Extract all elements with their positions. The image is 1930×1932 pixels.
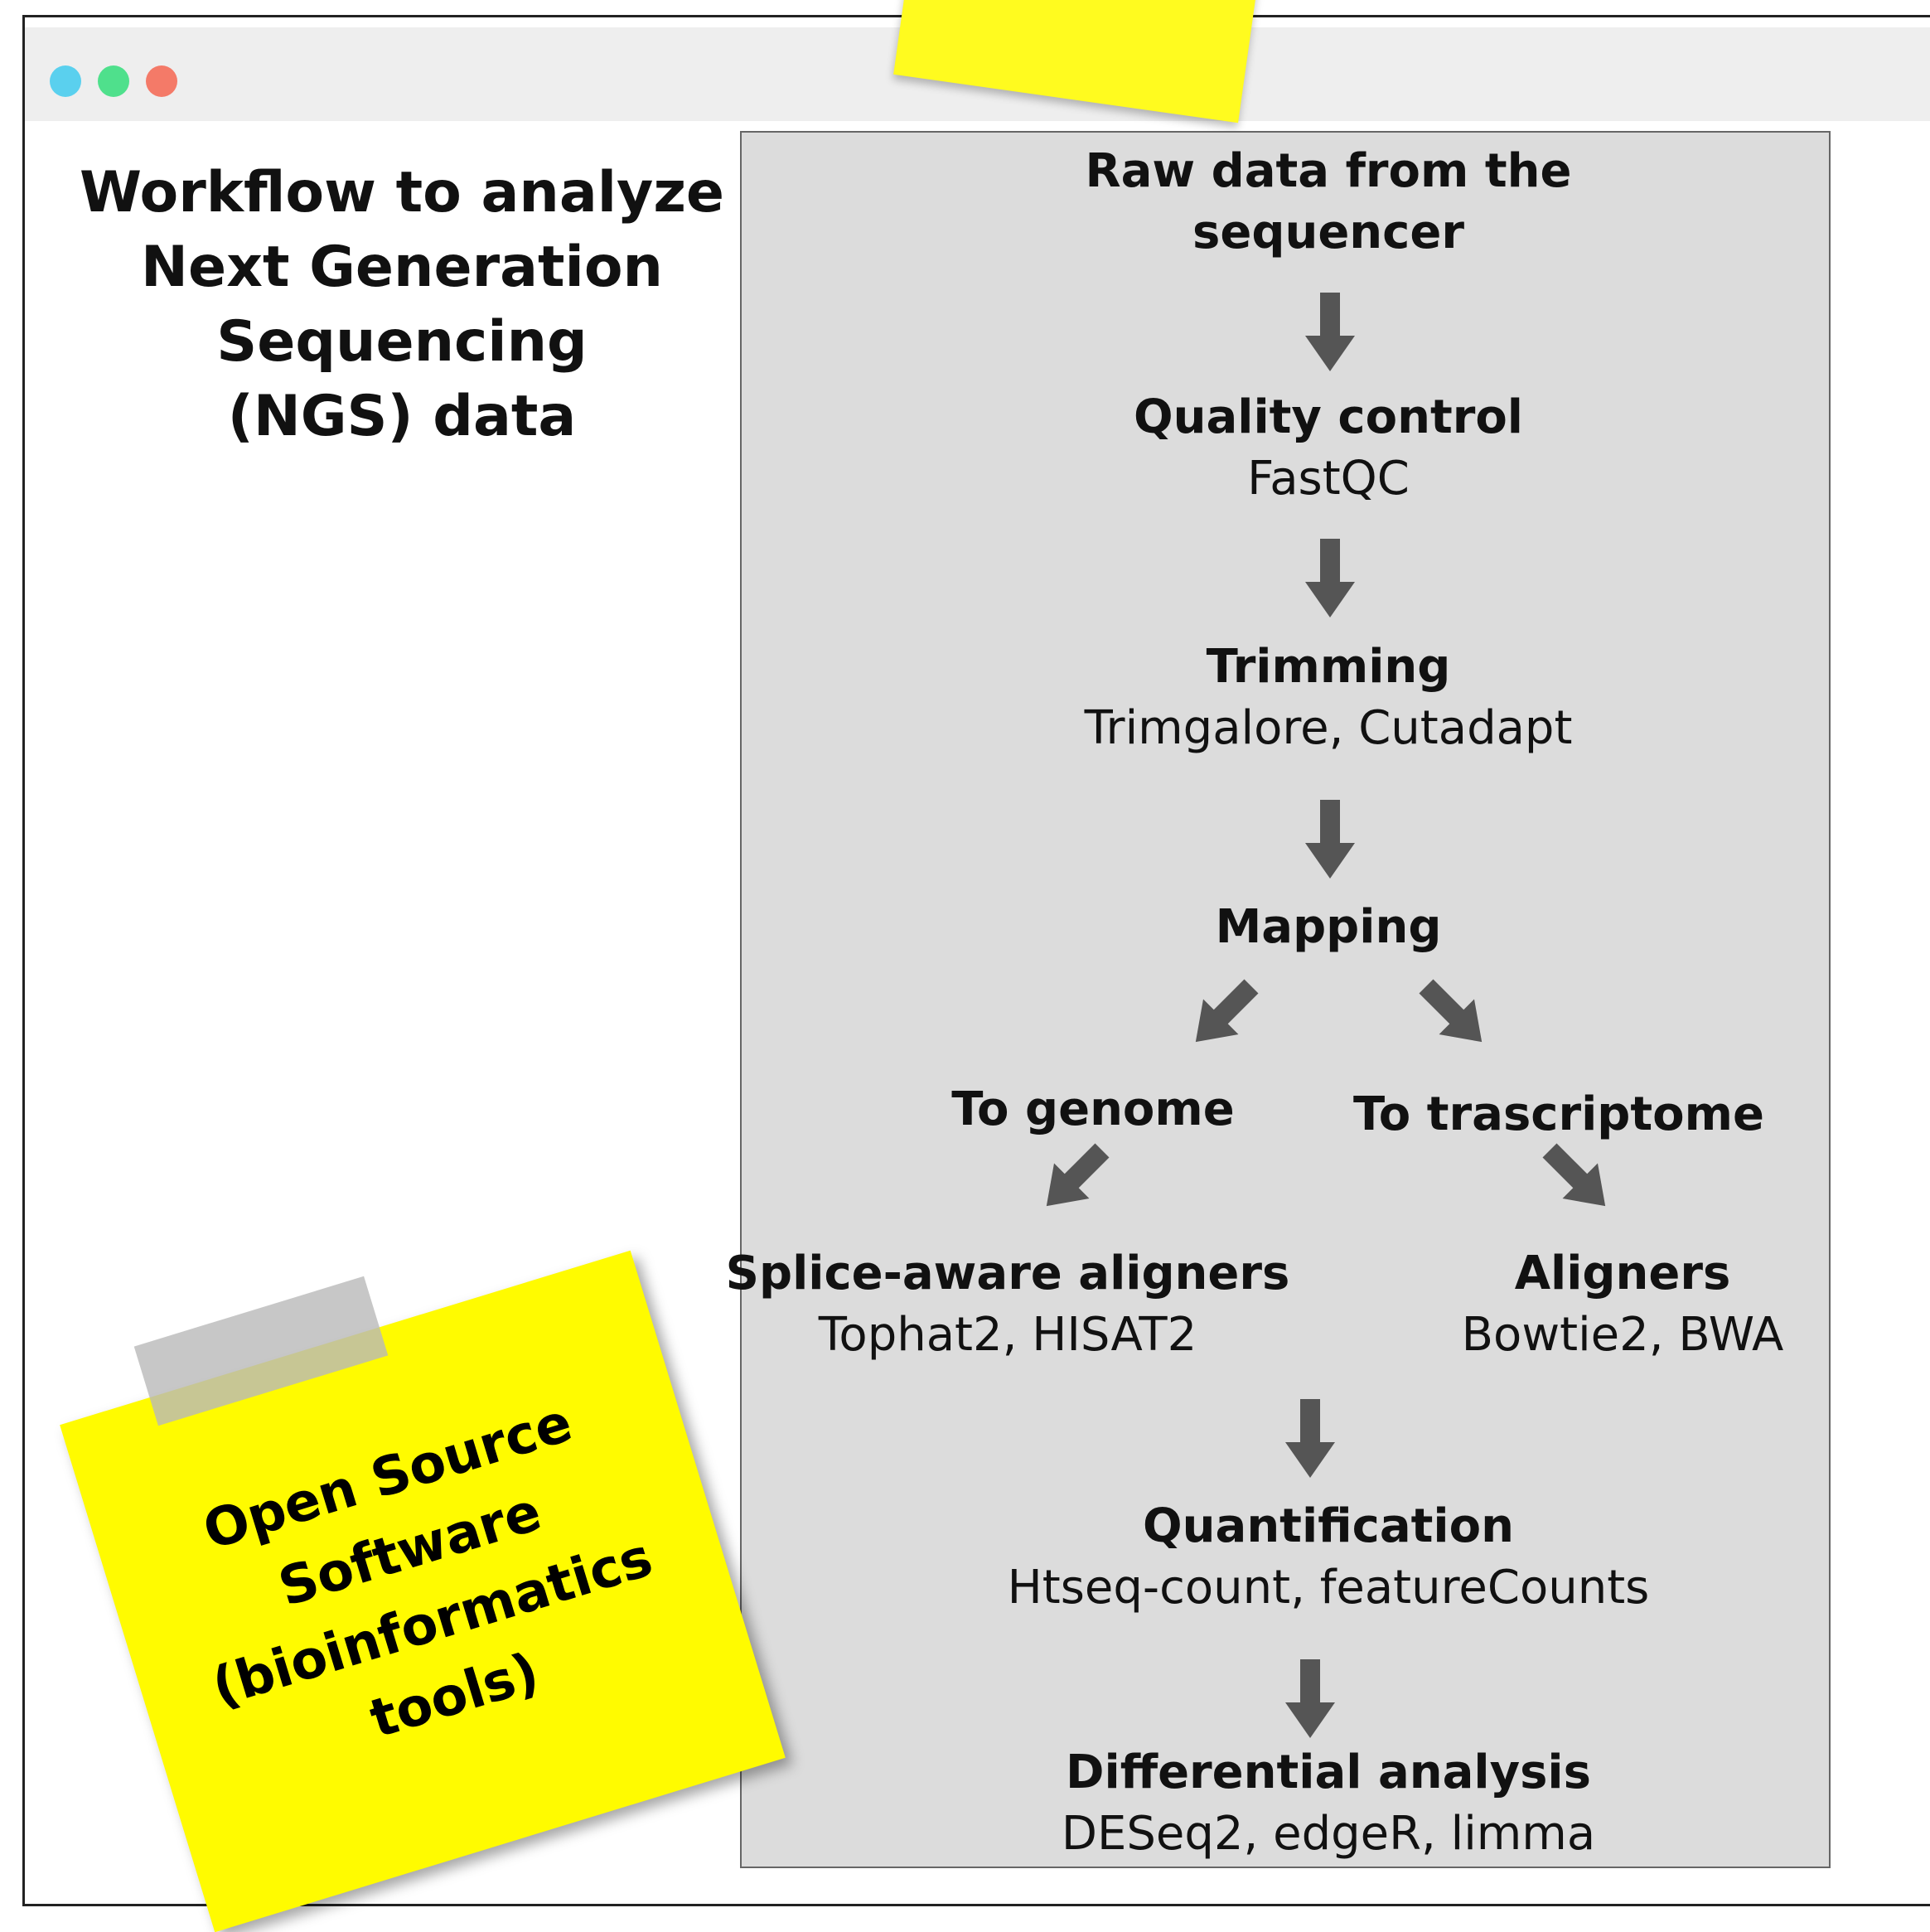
arrow-down-right-icon <box>1531 1132 1623 1224</box>
step-title: Trimming <box>1206 640 1451 694</box>
arrow-down-right-icon <box>1408 968 1500 1060</box>
step-to-genome: To genome <box>951 1079 1234 1140</box>
step-quality-control: Quality control FastQC <box>1134 387 1523 510</box>
step-title: sequencer <box>1192 206 1464 259</box>
title-line: (NGS) data <box>227 384 577 449</box>
close-dot-icon[interactable] <box>50 65 81 97</box>
step-tools: Htseq-count, featureCounts <box>1007 1561 1650 1615</box>
step-title: Quality control <box>1133 390 1524 444</box>
step-to-transcriptome: To trascriptome <box>1353 1084 1764 1145</box>
step-splice-aware-aligners: Splice-aware aligners Tophat2, HISAT2 <box>726 1243 1290 1366</box>
title-line: Sequencing <box>216 309 588 375</box>
arrow-down-icon <box>1305 293 1355 371</box>
step-title: Aligners <box>1514 1247 1731 1300</box>
step-differential-analysis: Differential analysis DESeq2, edgeR, lim… <box>1062 1742 1595 1865</box>
maximize-dot-icon[interactable] <box>146 65 177 97</box>
step-title: To genome <box>951 1082 1235 1136</box>
step-trimming: Trimming Trimgalore, Cutadapt <box>1085 637 1573 759</box>
step-title: To trascriptome <box>1353 1087 1764 1141</box>
step-tools: FastQC <box>1247 452 1410 506</box>
workflow-panel: Raw data from the sequencer Quality cont… <box>726 131 1831 1868</box>
arrow-down-icon <box>1305 800 1355 879</box>
step-aligners: Aligners Bowtie2, BWA <box>1462 1243 1784 1366</box>
step-tools: Bowtie2, BWA <box>1461 1308 1784 1362</box>
page-title: Workflow to analyze Next Generation Sequ… <box>66 156 738 454</box>
arrow-down-icon <box>1285 1659 1335 1738</box>
step-tools: Tophat2, HISAT2 <box>818 1308 1197 1362</box>
arrow-down-icon <box>1305 539 1355 617</box>
sticky-note-text: Open Source Software (bioinformatics too… <box>123 1363 719 1810</box>
title-line: Next Generation <box>141 235 663 300</box>
step-title: Raw data from the <box>1085 144 1572 198</box>
step-tools: DESeq2, edgeR, limma <box>1061 1807 1596 1861</box>
arrow-down-left-icon <box>1028 1132 1120 1224</box>
step-tools: Trimgalore, Cutadapt <box>1084 701 1573 755</box>
title-line: Workflow to analyze <box>79 160 725 225</box>
step-title: Mapping <box>1215 900 1442 954</box>
arrow-down-left-icon <box>1178 968 1270 1060</box>
minimize-dot-icon[interactable] <box>98 65 129 97</box>
step-title: Splice-aware aligners <box>725 1247 1290 1300</box>
step-title: Quantification <box>1143 1499 1514 1553</box>
step-mapping: Mapping <box>1216 897 1442 958</box>
step-title: Differential analysis <box>1066 1746 1591 1799</box>
arrow-down-icon <box>1285 1399 1335 1478</box>
step-quantification: Quantification Htseq-count, featureCount… <box>1008 1496 1650 1619</box>
step-raw-data: Raw data from the sequencer <box>1086 141 1572 264</box>
